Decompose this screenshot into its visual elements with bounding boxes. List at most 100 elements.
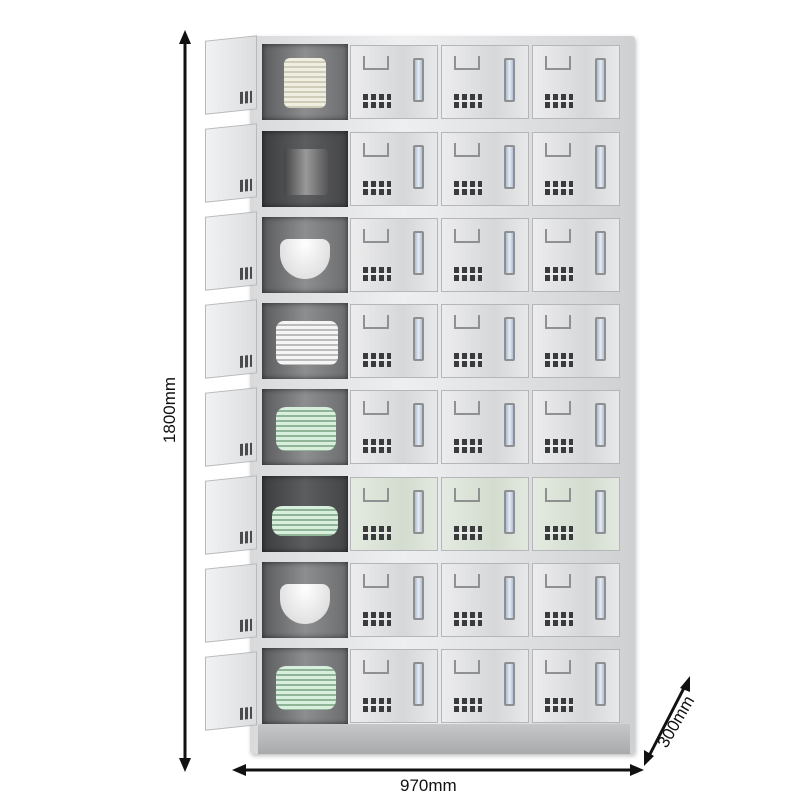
vent-slots [454, 353, 482, 367]
door-handle [545, 488, 571, 502]
door-handle [363, 229, 389, 243]
open-compartment[interactable] [262, 131, 348, 207]
open-compartment[interactable] [262, 44, 348, 120]
width-dimension-label: 970mm [400, 776, 457, 795]
door-window [413, 58, 424, 102]
door-handle [545, 143, 571, 157]
door-window [595, 490, 606, 534]
mug [284, 149, 328, 195]
vent-slots [454, 94, 482, 108]
plate-stack [276, 407, 336, 451]
door-window [504, 231, 515, 275]
locker-row [262, 476, 628, 552]
vent-slots [363, 526, 391, 540]
cabinet-base [258, 724, 630, 754]
door-window [413, 576, 424, 620]
door-handle [454, 143, 480, 157]
opened-door[interactable] [205, 651, 257, 731]
door-window [504, 490, 515, 534]
open-compartment[interactable] [262, 303, 348, 379]
door-window [595, 317, 606, 361]
door-handle [545, 660, 571, 674]
vent-slots [240, 266, 252, 281]
opened-door[interactable] [205, 211, 257, 291]
locker-door[interactable] [350, 649, 438, 723]
locker-row [262, 131, 628, 207]
door-handle [454, 401, 480, 415]
door-handle [545, 315, 571, 329]
open-compartment[interactable] [262, 476, 348, 552]
locker-door[interactable] [350, 45, 438, 119]
door-window [413, 403, 424, 447]
vent-slots [363, 612, 391, 626]
vent-slots [545, 267, 573, 281]
open-compartment[interactable] [262, 217, 348, 293]
door-window [413, 145, 424, 189]
plate-stack [272, 506, 338, 536]
vent-slots [545, 94, 573, 108]
locker-door[interactable] [350, 218, 438, 292]
vent-slots [454, 267, 482, 281]
vent-slots [545, 526, 573, 540]
open-compartment[interactable] [262, 648, 348, 724]
locker-door[interactable] [532, 45, 620, 119]
locker-door[interactable] [532, 132, 620, 206]
door-handle [545, 229, 571, 243]
locker-door[interactable] [441, 45, 529, 119]
vent-slots [545, 698, 573, 712]
vent-slots [363, 698, 391, 712]
vent-slots [363, 353, 391, 367]
locker-door[interactable] [532, 649, 620, 723]
door-window [413, 317, 424, 361]
opened-door[interactable] [205, 35, 257, 115]
locker-door[interactable] [441, 649, 529, 723]
door-handle [363, 401, 389, 415]
door-handle [363, 56, 389, 70]
locker-door[interactable] [350, 304, 438, 378]
door-window [504, 576, 515, 620]
door-window [595, 58, 606, 102]
vent-slots [363, 181, 391, 195]
opened-door[interactable] [205, 123, 257, 203]
locker-door[interactable] [532, 390, 620, 464]
vent-slots [363, 439, 391, 453]
vent-slots [454, 526, 482, 540]
locker-door[interactable] [441, 390, 529, 464]
vent-slots [454, 698, 482, 712]
locker-door[interactable] [532, 477, 620, 551]
open-compartment[interactable] [262, 562, 348, 638]
open-compartment[interactable] [262, 389, 348, 465]
door-window [595, 145, 606, 189]
opened-door[interactable] [205, 299, 257, 379]
locker-door[interactable] [441, 477, 529, 551]
locker-door[interactable] [532, 218, 620, 292]
vent-slots [240, 90, 252, 105]
locker-door[interactable] [441, 563, 529, 637]
locker-door[interactable] [532, 304, 620, 378]
locker-door[interactable] [441, 304, 529, 378]
locker-door[interactable] [350, 390, 438, 464]
locker-door[interactable] [532, 563, 620, 637]
vent-slots [240, 442, 252, 457]
opened-door[interactable] [205, 563, 257, 643]
door-handle [454, 574, 480, 588]
locker-row [262, 562, 628, 638]
opened-door[interactable] [205, 475, 257, 555]
vent-slots [240, 530, 252, 545]
locker-door[interactable] [350, 563, 438, 637]
door-window [504, 317, 515, 361]
plate-stack [276, 666, 336, 710]
opened-door[interactable] [205, 387, 257, 467]
locker-door[interactable] [350, 477, 438, 551]
vent-slots [240, 354, 252, 369]
door-handle [545, 574, 571, 588]
door-window [595, 576, 606, 620]
locker-door[interactable] [441, 218, 529, 292]
locker-row [262, 217, 628, 293]
locker-door[interactable] [441, 132, 529, 206]
vent-slots [240, 178, 252, 193]
door-handle [545, 56, 571, 70]
vent-slots [545, 439, 573, 453]
locker-door[interactable] [350, 132, 438, 206]
